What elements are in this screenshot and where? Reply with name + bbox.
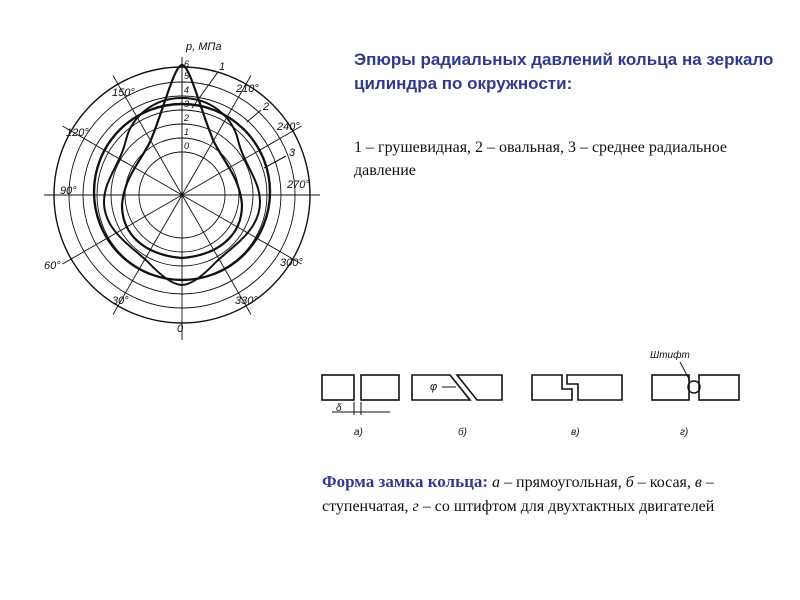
- lock-oblique: [411, 374, 503, 401]
- grid-spoke: [181, 125, 302, 196]
- caption-text-a: – прямоугольная,: [500, 474, 626, 491]
- diagram-heading: Эпюры радиальных давлений кольца на зерк…: [354, 50, 774, 93]
- curve-label-3: 3: [289, 147, 296, 159]
- caption-letter-a: а: [492, 474, 501, 491]
- polar-grid: [44, 57, 320, 340]
- lock-with-pin: [651, 361, 740, 401]
- radial-tick-2: 2: [183, 113, 189, 123]
- angle-label-240: 240°: [276, 121, 300, 133]
- lock-label-a: а): [354, 427, 363, 438]
- pin-icon: [687, 380, 701, 394]
- lock-label-b: б): [458, 426, 467, 438]
- caption-letter-b: б: [625, 474, 634, 491]
- radial-tick-3: 3: [184, 99, 189, 109]
- pressure-curves: [92, 63, 272, 287]
- radial-tick-6: 6: [184, 59, 189, 69]
- pin-label: Штифт: [650, 349, 690, 361]
- caption-letter-g: г: [412, 498, 419, 515]
- grid-spoke: [181, 75, 252, 196]
- curve-legend: 1 – грушевидная, 2 – овальная, 3 – средн…: [354, 139, 728, 179]
- caption-text-b: – косая,: [633, 474, 695, 491]
- angle-label-300: 300°: [280, 257, 303, 269]
- lock-caption: Форма замка кольца: а – прямоугольная, б…: [322, 470, 762, 519]
- angle-label-90: 90°: [60, 185, 77, 197]
- grid-spoke: [62, 194, 183, 265]
- radial-tick-1: 1: [184, 127, 189, 137]
- radial-tick-5: 5: [184, 71, 190, 81]
- pressure-axis-label: p, МПа: [185, 41, 221, 53]
- radial-tick-4: 4: [184, 85, 189, 95]
- angle-label-210: 210°: [235, 83, 259, 95]
- radial-tick-0: 0: [184, 141, 189, 151]
- lock-label-v: в): [571, 427, 580, 438]
- angle-label-150: 150°: [112, 87, 135, 99]
- grid-spoke: [112, 194, 183, 315]
- curve-1-leader: [191, 71, 219, 109]
- caption-letter-v: в: [694, 474, 702, 491]
- ring-lock-shapes: δ φ Штифт а) б) в) г): [321, 349, 740, 438]
- angle-label-0: 0: [177, 323, 184, 335]
- caption-text-v: – ступенчатая,: [322, 474, 714, 515]
- curve-3-leader: [263, 155, 287, 169]
- grid-spoke: [181, 194, 302, 265]
- curve-2-leader: [246, 109, 262, 123]
- curve-3-average-pressure: [92, 102, 272, 282]
- curve-label-1: 1: [219, 61, 225, 73]
- curve-2-oval: [102, 96, 262, 287]
- angle-label-60: 60°: [44, 260, 61, 272]
- grid-spoke: [62, 125, 183, 196]
- grid-spoke: [112, 75, 183, 196]
- angle-label-270: 270°: [286, 179, 310, 191]
- angle-label-330: 330°: [235, 295, 258, 307]
- gap-label: δ: [336, 403, 342, 414]
- angle-label-30: 30°: [112, 295, 129, 307]
- lock-rectangular: [321, 374, 400, 415]
- angle-label: φ: [430, 381, 437, 393]
- caption-text-g: – со штифтом для двухтактных двигателей: [418, 498, 715, 515]
- lock-stepped: [531, 374, 623, 401]
- angle-label-120: 120°: [66, 127, 89, 139]
- caption-title: Форма замка кольца:: [322, 472, 489, 491]
- grid-spoke: [181, 194, 252, 315]
- lock-label-g: г): [680, 427, 688, 438]
- radial-pressure-polar-diagram: p, МПа 0 1 2 3 4 5 6 0 30° 60° 90° 120° …: [44, 41, 320, 340]
- curve-1-pear-shaped: [120, 63, 244, 260]
- curve-label-2: 2: [262, 101, 269, 113]
